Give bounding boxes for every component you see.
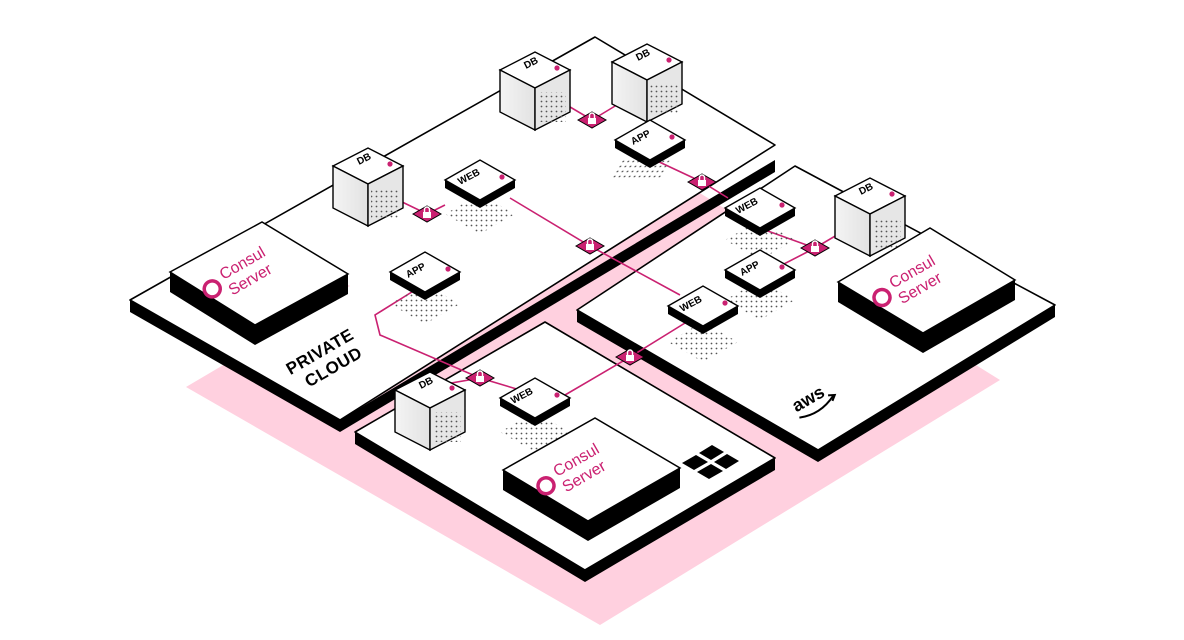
consul-logo-icon	[202, 279, 222, 299]
consul-logo-icon	[872, 287, 892, 308]
db-server[interactable]: DB	[498, 51, 572, 132]
lock-icon	[686, 173, 718, 191]
web-server[interactable]: WEB	[666, 285, 740, 362]
lock-icon	[799, 239, 831, 257]
consul-server[interactable]: Consul Server	[168, 221, 350, 345]
app-server[interactable]: APP	[388, 251, 462, 324]
consul-server[interactable]: Consul Server	[836, 227, 1017, 353]
lock-icon	[576, 111, 608, 129]
lock-icon	[574, 237, 606, 255]
db-server[interactable]: DB	[833, 177, 907, 258]
app-server[interactable]: APP	[723, 249, 797, 320]
lock-icon	[411, 205, 443, 223]
web-server[interactable]: WEB	[498, 377, 572, 452]
consul-server[interactable]: Consul Server	[501, 417, 682, 541]
db-server[interactable]: DB	[610, 43, 684, 124]
app-server[interactable]: APP	[611, 119, 687, 180]
consul-logo-icon	[536, 476, 556, 496]
web-server[interactable]: WEB	[443, 159, 517, 234]
windows-logo-icon	[682, 445, 739, 479]
aws-platform	[576, 165, 1056, 462]
lock-icon	[464, 369, 496, 387]
lock-icon	[614, 348, 646, 366]
web-server[interactable]: WEB	[723, 187, 797, 260]
db-server[interactable]: DB	[393, 371, 467, 452]
lock-icons	[411, 111, 831, 387]
db-server[interactable]: DB	[331, 147, 405, 228]
